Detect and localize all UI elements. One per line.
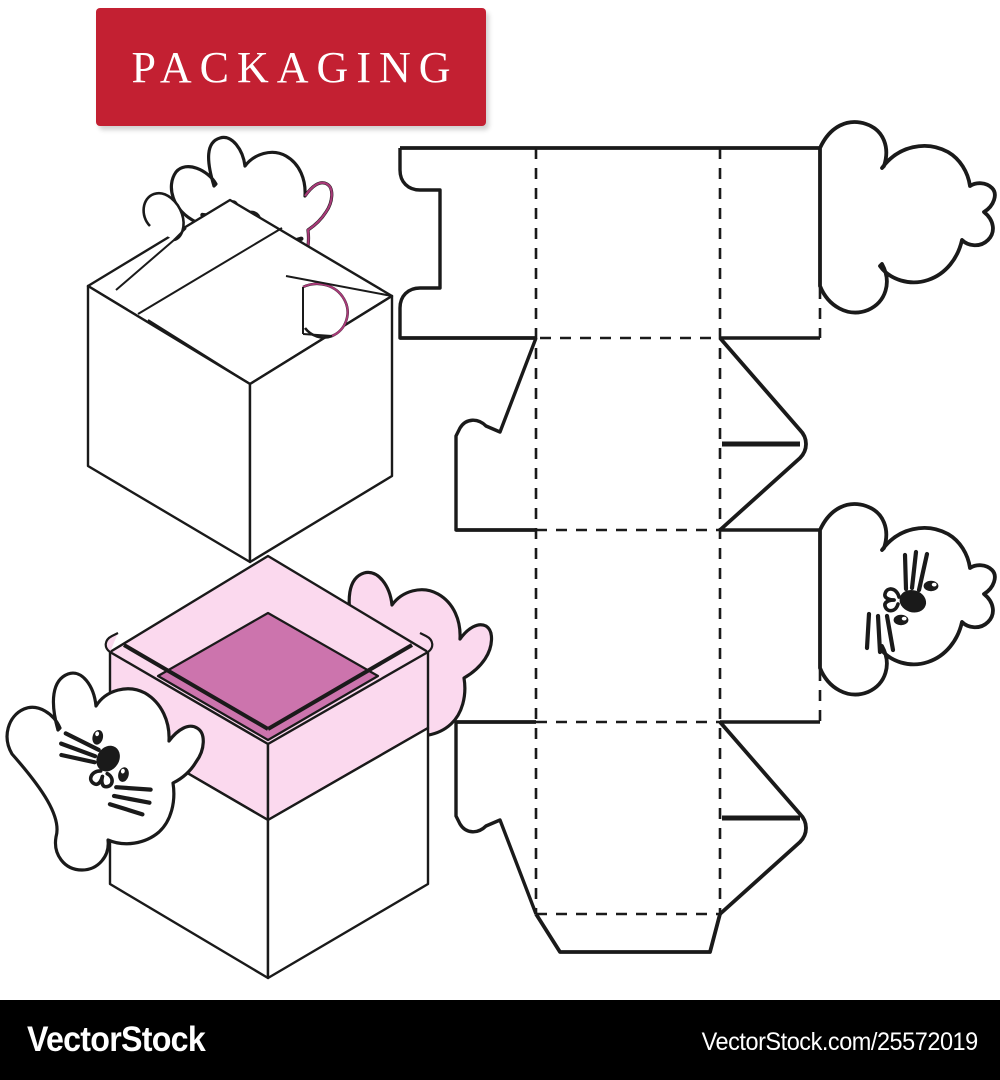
watermark-footer: VectorStock VectorStock.com/25572019 xyxy=(0,1000,1000,1080)
dieline-template xyxy=(398,120,997,954)
dieline-cat-head-flap-top xyxy=(818,120,997,315)
dieline-left-side-flap-lower xyxy=(454,720,538,915)
dieline-fold-lines xyxy=(400,148,822,916)
open-box-inner-floor xyxy=(156,611,380,742)
closed-box-mockup xyxy=(86,135,394,564)
packaging-artwork xyxy=(5,120,997,980)
packaging-banner: PACKAGING xyxy=(96,8,486,126)
dieline-bottom-tuck-flap xyxy=(534,912,722,954)
dieline-left-glue-flap-upper xyxy=(398,148,536,340)
banner-title: PACKAGING xyxy=(131,42,459,92)
open-box-right-face xyxy=(266,726,430,980)
vectorstock-url: VectorStock.com/25572019 xyxy=(701,1028,979,1056)
vectorstock-logo: VectorStock xyxy=(27,1020,206,1059)
open-box-white-cat-flap xyxy=(5,671,205,872)
dieline-left-side-flap-mid xyxy=(454,337,538,532)
dieline-chevron-tuck-flap-mid xyxy=(718,336,808,532)
open-box-mockup xyxy=(5,554,494,980)
